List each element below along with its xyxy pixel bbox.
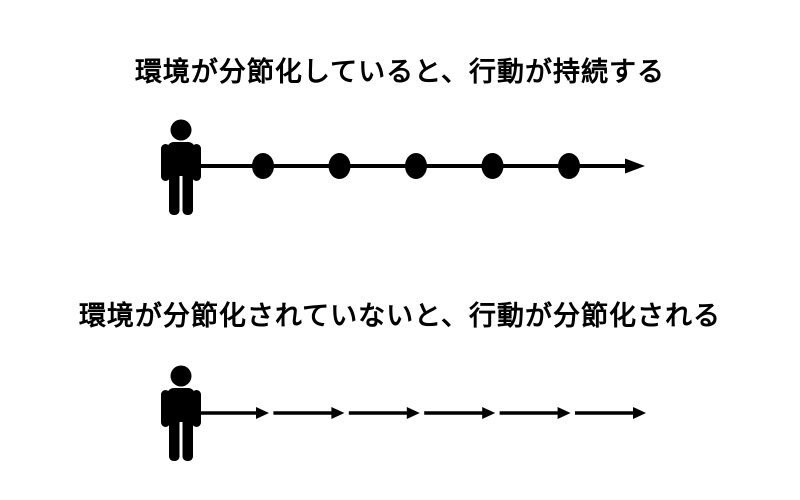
timeline-nodes-group xyxy=(252,153,580,179)
section2-figure xyxy=(161,365,646,461)
segment-arrowhead xyxy=(482,407,496,419)
segment-arrowhead xyxy=(557,407,571,419)
segment-arrowhead xyxy=(331,407,345,419)
section1-figure xyxy=(161,119,645,215)
segment-arrowhead xyxy=(633,407,646,419)
person-icon xyxy=(161,119,201,215)
person-icon xyxy=(161,365,201,461)
timeline-node-dot xyxy=(252,153,274,179)
segment-arrowhead xyxy=(406,407,420,419)
timeline-node-dot xyxy=(558,153,580,179)
segmented-arrows-group xyxy=(198,407,646,419)
timeline-node-dot xyxy=(328,153,351,179)
section1-title: 環境が分節化していると、行動が持続する xyxy=(134,57,666,87)
timeline-node-dot xyxy=(405,153,427,179)
timeline-arrowhead xyxy=(625,158,645,174)
timeline-node-dot xyxy=(481,153,504,179)
section2-title: 環境が分節化されていないと、行動が分節化される xyxy=(78,301,722,331)
segment-arrowhead xyxy=(256,407,269,419)
